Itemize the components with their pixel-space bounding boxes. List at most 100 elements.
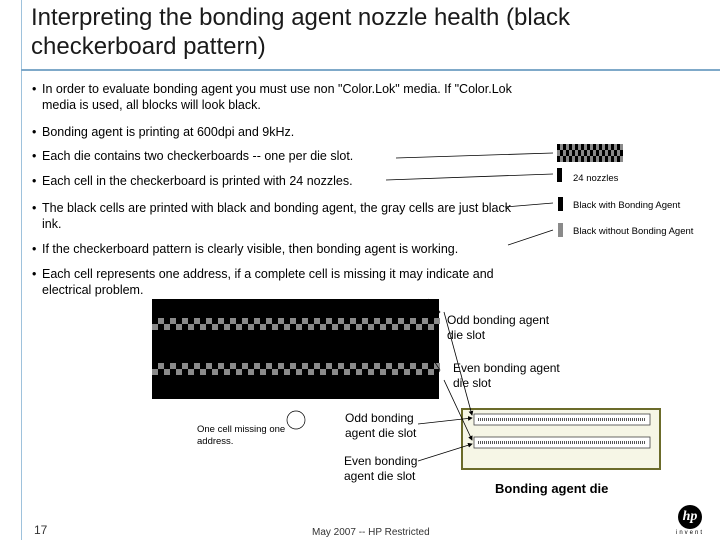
even-slot-cell bbox=[392, 369, 398, 375]
legend-checker-cell bbox=[596, 156, 599, 162]
even-slot-cell bbox=[272, 369, 278, 375]
legend-checker-cell bbox=[569, 150, 572, 156]
odd-slot-cell bbox=[410, 318, 416, 324]
arrow-odd-lower bbox=[417, 416, 473, 425]
odd-slot-cell bbox=[278, 318, 284, 324]
even-slot-cell bbox=[314, 363, 320, 369]
even-slot-cell bbox=[170, 363, 176, 369]
label-one-cell-missing: One cell missing one address. bbox=[197, 424, 286, 447]
odd-slot-cell bbox=[248, 324, 254, 330]
odd-slot-cell bbox=[326, 318, 332, 324]
even-slot-cell bbox=[218, 363, 224, 369]
even-slot-cell bbox=[284, 369, 290, 375]
odd-slot-cell bbox=[170, 318, 176, 324]
even-slot-cell bbox=[296, 369, 302, 375]
odd-slot-cell bbox=[152, 324, 158, 330]
legend-checker-cell bbox=[620, 144, 623, 150]
even-slot-cell bbox=[320, 369, 326, 375]
even-slot-cell bbox=[200, 369, 206, 375]
legend-nozzles-label: 24 nozzles bbox=[573, 173, 619, 184]
legend-checkerboard-sample bbox=[557, 144, 623, 162]
even-slot-cell bbox=[260, 369, 266, 375]
odd-slot-cell bbox=[380, 324, 386, 330]
even-slot-cell bbox=[356, 369, 362, 375]
legend-checker-cell bbox=[572, 156, 575, 162]
legend-checker-cell bbox=[590, 156, 593, 162]
odd-slot-cell bbox=[296, 324, 302, 330]
odd-slot-cell bbox=[236, 324, 242, 330]
legend-checker-cell bbox=[620, 156, 623, 162]
legend-checker-cell bbox=[617, 150, 620, 156]
legend-checker-cell bbox=[584, 156, 587, 162]
left-accent-line bbox=[21, 0, 22, 540]
legend-checker-cell bbox=[614, 144, 617, 150]
even-slot-cell bbox=[302, 363, 308, 369]
even-slot-cell bbox=[326, 363, 332, 369]
even-slot-cell bbox=[428, 369, 434, 375]
even-slot-cell bbox=[350, 363, 356, 369]
even-slot-cell bbox=[362, 363, 368, 369]
legend-checker-cell bbox=[608, 144, 611, 150]
even-slot-cell bbox=[338, 363, 344, 369]
odd-slot-cell bbox=[194, 318, 200, 324]
odd-slot-cell bbox=[284, 324, 290, 330]
odd-slot-cell bbox=[434, 318, 440, 324]
odd-slot-cell bbox=[416, 324, 422, 330]
even-slot-cell bbox=[236, 369, 242, 375]
label-bonding-agent-die: Bonding agent die bbox=[495, 481, 609, 496]
leader-line-checkerboards bbox=[395, 152, 554, 159]
even-slot-cell bbox=[230, 363, 236, 369]
odd-slot-cell bbox=[158, 318, 164, 324]
even-slot-cell bbox=[188, 369, 194, 375]
odd-slot-cell bbox=[404, 324, 410, 330]
missing-cell-marker bbox=[286, 410, 306, 430]
slide-title: Interpreting the bonding agent nozzle he… bbox=[31, 4, 571, 60]
odd-slot-cell bbox=[266, 318, 272, 324]
legend-checker-cell bbox=[572, 144, 575, 150]
odd-slot-cell bbox=[422, 318, 428, 324]
leader-line-nozzles bbox=[385, 173, 554, 181]
odd-slot-cell bbox=[206, 318, 212, 324]
even-slot-cell bbox=[212, 369, 218, 375]
legend-black-without-agent-swatch bbox=[558, 223, 563, 237]
odd-slot-cell bbox=[218, 318, 224, 324]
legend-checker-cell bbox=[563, 150, 566, 156]
legend-with-agent-label: Black with Bonding Agent bbox=[573, 200, 681, 211]
arrow-even-lower bbox=[417, 442, 473, 462]
even-slot-cell bbox=[410, 363, 416, 369]
odd-slot-cell bbox=[302, 318, 308, 324]
leader-line-pattern bbox=[507, 229, 554, 246]
checkerboard-cells bbox=[152, 318, 440, 375]
odd-slot-cell bbox=[338, 318, 344, 324]
checkerboard-figure bbox=[152, 299, 439, 399]
arrow-even-upper bbox=[443, 379, 473, 441]
legend-checker-cell bbox=[557, 150, 560, 156]
even-slot-cell bbox=[290, 363, 296, 369]
label-odd-slot-lower: Odd bonding agent die slot bbox=[345, 411, 417, 440]
odd-slot-cell bbox=[176, 324, 182, 330]
even-slot-cell bbox=[152, 369, 158, 375]
odd-slot-cell bbox=[242, 318, 248, 324]
bullet-600dpi: Bonding agent is printing at 600dpi and … bbox=[31, 124, 512, 140]
legend-black-with-agent-swatch bbox=[558, 197, 563, 211]
even-slot-cell bbox=[422, 363, 428, 369]
even-slot-cell bbox=[206, 363, 212, 369]
legend-checker-cell bbox=[602, 156, 605, 162]
odd-slot-cell bbox=[350, 318, 356, 324]
odd-slot-cell bbox=[290, 318, 296, 324]
even-slot-cell bbox=[380, 369, 386, 375]
legend-checker-cell bbox=[587, 150, 590, 156]
leader-line-black-cells bbox=[504, 202, 554, 208]
even-slot-cell bbox=[308, 369, 314, 375]
legend-checker-cell bbox=[611, 150, 614, 156]
legend-checker-cell bbox=[566, 144, 569, 150]
odd-slot-cell bbox=[398, 318, 404, 324]
legend-checker-cell bbox=[560, 144, 563, 150]
odd-slot-cell bbox=[254, 318, 260, 324]
even-slot-cell bbox=[398, 363, 404, 369]
odd-slot-cell bbox=[374, 318, 380, 324]
odd-slot-cell bbox=[212, 324, 218, 330]
bullet-pattern-visible: If the checkerboard pattern is clearly v… bbox=[31, 241, 542, 257]
even-slot-cell bbox=[386, 363, 392, 369]
even-slot-cell bbox=[224, 369, 230, 375]
